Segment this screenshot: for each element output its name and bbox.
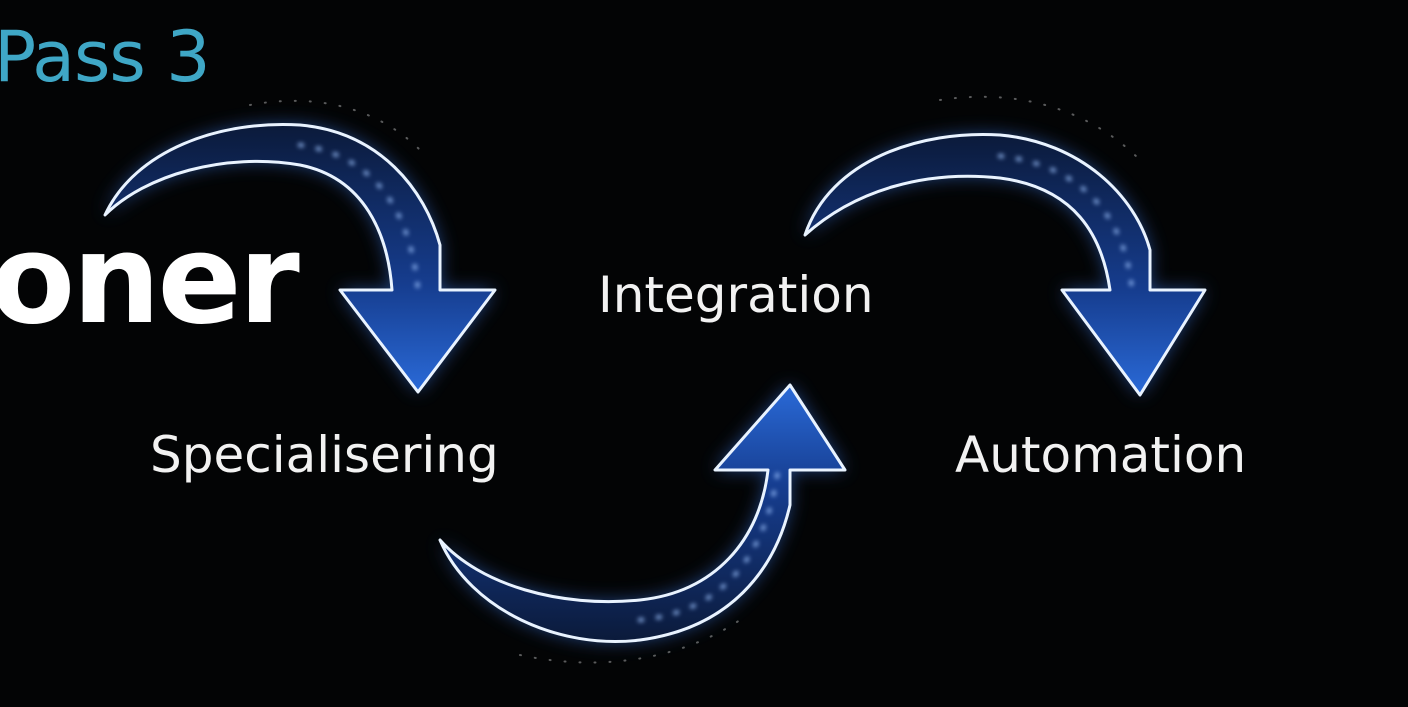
- slide-heading: oner: [0, 208, 300, 352]
- arrow-down-left-icon: [103, 99, 497, 394]
- stage-label-specialisering: Specialisering: [150, 426, 499, 484]
- arrow-down-right-icon: [803, 95, 1207, 397]
- arrow-up-middle-icon: [438, 383, 847, 664]
- stage-label-automation: Automation: [955, 426, 1247, 484]
- stage-label-integration: Integration: [598, 266, 874, 324]
- pass-label: Pass 3: [0, 16, 211, 98]
